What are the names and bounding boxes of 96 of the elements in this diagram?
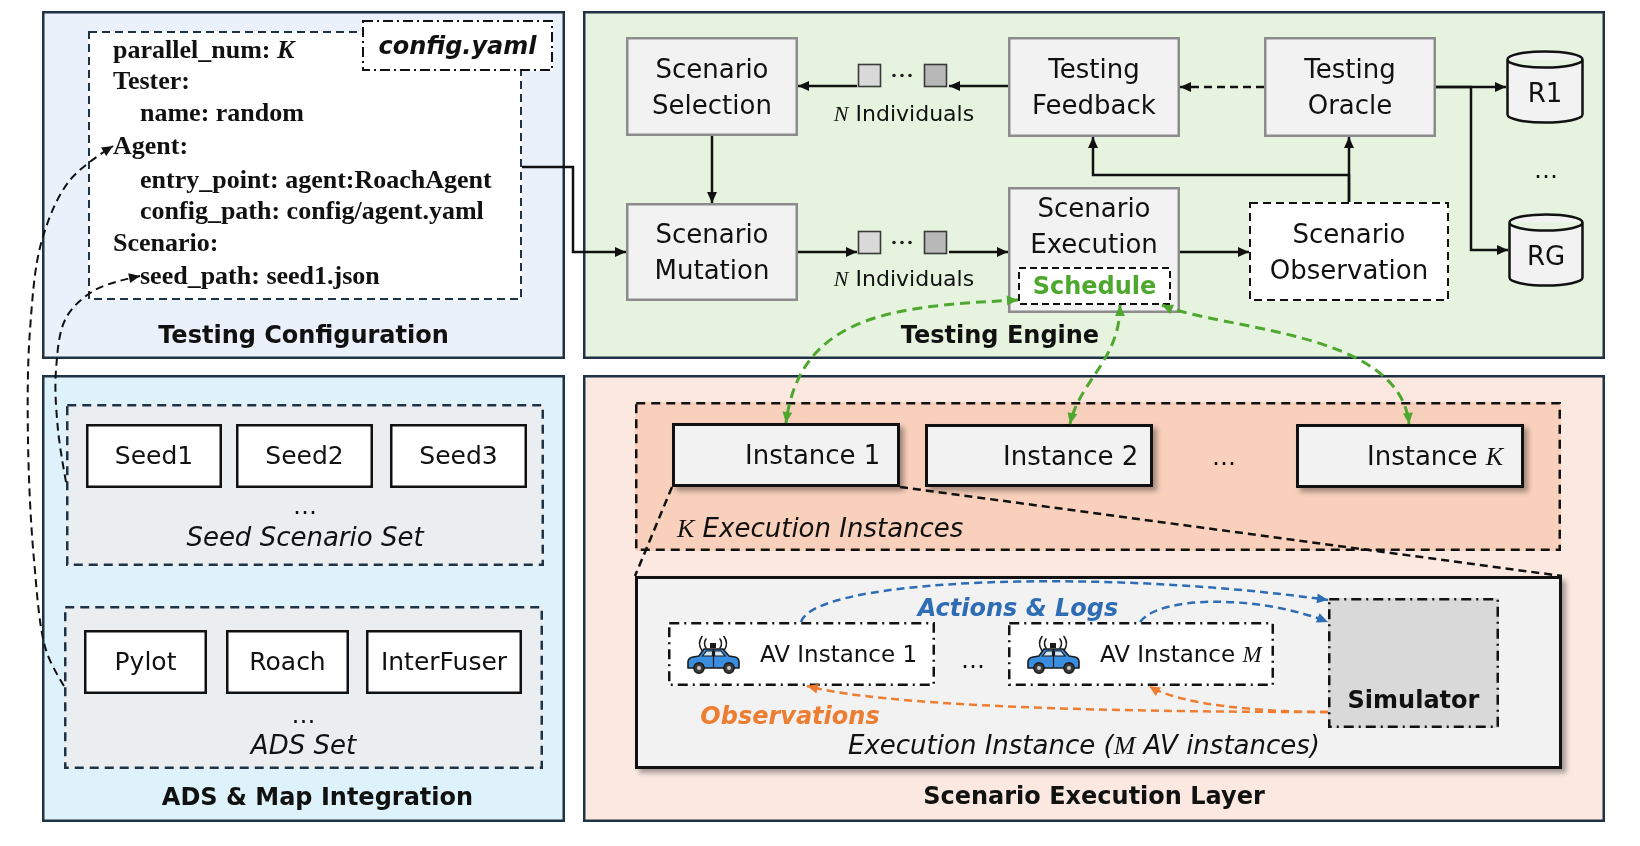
- node-label: Instance 1: [745, 440, 881, 470]
- process-box: [1264, 37, 1436, 137]
- double-arrow: [1068, 304, 1125, 425]
- config-line: config_path: config/agent.yaml: [140, 196, 484, 226]
- panel-title: Testing Engine: [900, 321, 1100, 349]
- node-label: InterFuser: [380, 647, 508, 677]
- instance-box: [1296, 424, 1524, 488]
- ellipsis: …: [291, 703, 316, 727]
- arrow: [1180, 82, 1264, 92]
- node-label: AV Instance M: [1100, 639, 1262, 669]
- node-label: Scenario Mutation: [653, 218, 771, 287]
- arrow: [1139, 600, 1329, 624]
- section-panel: [583, 375, 1605, 822]
- group-label: K Execution Instances: [677, 513, 964, 543]
- node-label: RG: [1526, 240, 1566, 273]
- group-panel: [66, 404, 544, 566]
- list-item-box: [84, 630, 207, 694]
- zoom-line: [633, 486, 674, 577]
- file-name: config.yaml: [378, 31, 537, 60]
- config-line: Agent:: [113, 131, 189, 161]
- schedule-box: [1018, 267, 1171, 305]
- list-item-box: [390, 424, 527, 488]
- av-instance-box: [1008, 622, 1274, 686]
- simulator-box: [1328, 598, 1499, 728]
- ellipsis: …: [1534, 158, 1558, 182]
- process-box: [1008, 37, 1180, 137]
- section-panel: [42, 375, 565, 822]
- ellipsis: …: [293, 494, 317, 518]
- node-label: Scenario Execution: [1029, 192, 1159, 261]
- arrow: [1088, 137, 1351, 202]
- config-line: seed_path: seed1.json: [140, 261, 380, 291]
- node-label: Pylot: [114, 647, 177, 677]
- process-box: [626, 37, 798, 136]
- instance-box: [925, 424, 1153, 487]
- arrow: [949, 247, 1008, 257]
- arrow: [949, 81, 1008, 91]
- group-label: ADS Set: [250, 731, 357, 759]
- config-line: Scenario:: [113, 228, 219, 258]
- group-label: Seed Scenario Set: [186, 523, 424, 551]
- node-label: Testing Oracle: [1303, 53, 1397, 122]
- node-label: Scenario Observation: [1268, 217, 1430, 287]
- node-label: Instance K: [1367, 440, 1504, 472]
- node-label: R1: [1527, 77, 1563, 110]
- node-label: AV Instance 1: [760, 640, 918, 668]
- list-item-box: [86, 424, 222, 488]
- section-panel: [42, 11, 565, 359]
- av-instance-box: [668, 622, 935, 686]
- double-arrow: [1161, 303, 1411, 425]
- ellipsis: …: [961, 648, 985, 672]
- node-label: Simulator: [1347, 686, 1480, 714]
- arrow: [522, 165, 626, 257]
- node-label: Seed1: [114, 441, 194, 471]
- squares-icon: [857, 63, 949, 88]
- node-label: N Individuals: [833, 265, 975, 292]
- ellipsis: …: [1212, 445, 1236, 469]
- arrow: [798, 247, 857, 257]
- arrow: [1180, 247, 1249, 257]
- process-box: [626, 203, 798, 301]
- arrow: [707, 136, 717, 203]
- database-cylinder: [1508, 213, 1584, 287]
- node-label: Scenario Selection: [651, 52, 773, 122]
- edge-label: Actions & Logs: [917, 596, 1119, 620]
- config-line: entry_point: agent:RoachAgent: [140, 165, 492, 195]
- list-item-box: [366, 630, 522, 694]
- config-line: parallel_num: K: [113, 35, 295, 65]
- instance-box: [672, 423, 900, 487]
- group-label: Execution Instance (M AV instances): [848, 730, 1320, 760]
- execution-instance-panel: [635, 576, 1562, 769]
- file-name-tag: [362, 20, 553, 71]
- arrow: [798, 81, 857, 91]
- double-arrow: [783, 295, 1019, 424]
- node-label: Testing Feedback: [1031, 53, 1157, 122]
- node-label: Instance 2: [1003, 440, 1139, 471]
- list-item-box: [236, 424, 373, 488]
- database-cylinder: [1506, 50, 1584, 124]
- process-box: [1008, 187, 1180, 313]
- node-label: Roach: [249, 647, 326, 677]
- config-line: name: random: [140, 98, 304, 128]
- node-label: N Individuals: [833, 100, 975, 127]
- panel-title: Testing Configuration: [158, 321, 449, 349]
- node-label: Seed2: [265, 441, 344, 471]
- zoom-line: [899, 485, 1563, 578]
- process-box: [1249, 202, 1449, 301]
- section-panel: [583, 11, 1605, 359]
- panel-title: ADS & Map Integration: [161, 783, 474, 811]
- list-item-box: [226, 630, 349, 694]
- arrow: [800, 580, 1329, 623]
- arrow: [1148, 684, 1328, 714]
- arrow: [1436, 85, 1508, 255]
- group-panel: [64, 606, 543, 769]
- node-label: Seed3: [419, 441, 498, 471]
- panel-title: Scenario Execution Layer: [923, 782, 1265, 810]
- node-label: Schedule: [1032, 272, 1157, 300]
- config-line: Tester:: [113, 66, 190, 96]
- squares-icon: [857, 230, 949, 255]
- group-panel: [635, 402, 1561, 551]
